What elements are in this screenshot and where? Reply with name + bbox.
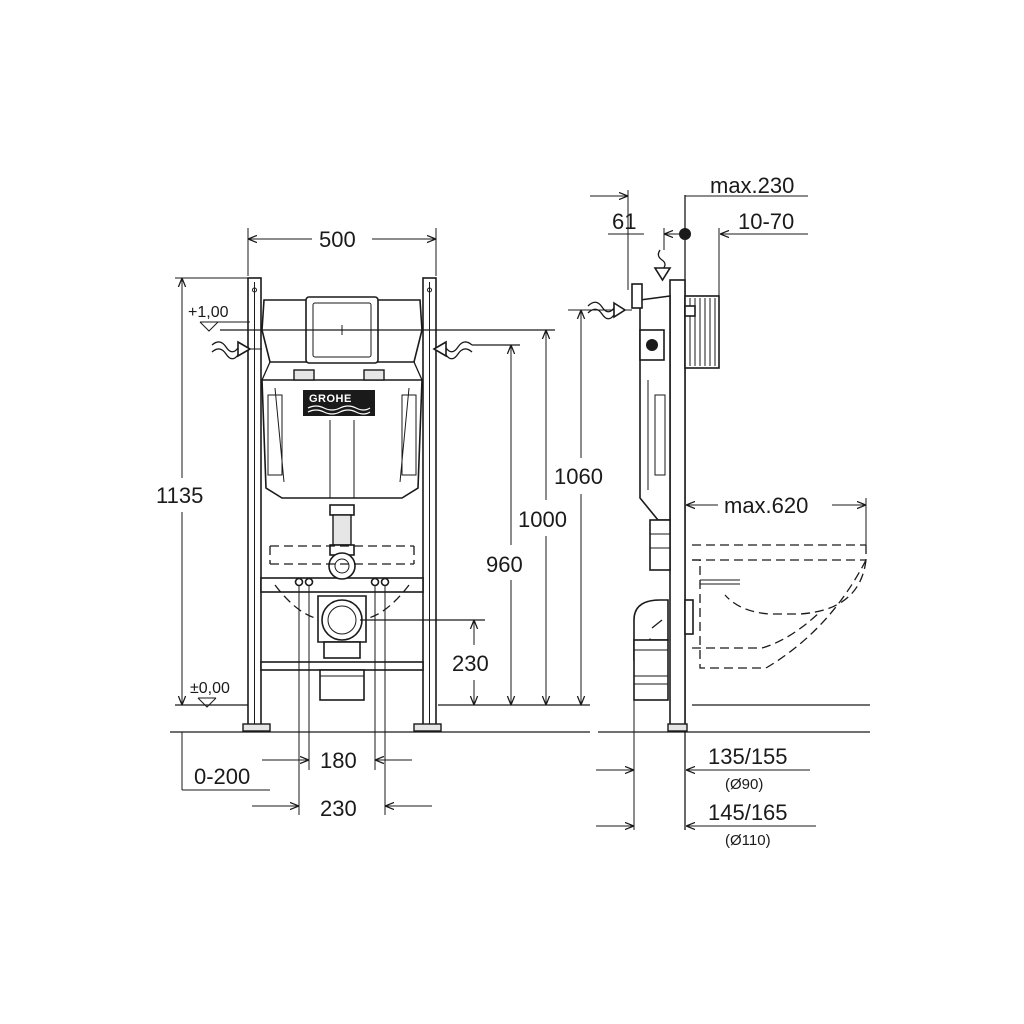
water-inlet-left: [211, 340, 262, 360]
width-500-label: 500: [319, 227, 356, 252]
spacing-180-label: 180: [320, 748, 357, 773]
max-230-label: max.230: [710, 173, 794, 198]
cistern: [261, 299, 423, 499]
dimension-max-230: max.230: [590, 173, 808, 290]
mounting-studs: [294, 577, 390, 750]
dimension-floor-adjust: 0-200: [181, 732, 270, 791]
dimension-height-960: 960: [486, 345, 523, 705]
dimension-outlet-230: 230: [452, 620, 489, 705]
frame-left-upright: [242, 277, 271, 732]
dimension-height-1060: 1060: [554, 309, 618, 705]
side-toilet-bowl: [692, 544, 867, 669]
side-cistern: [631, 283, 671, 571]
flush-plate: [220, 296, 555, 364]
grohe-logo: GROHE: [303, 390, 375, 416]
dimension-spacing-230: 230: [252, 750, 432, 821]
dimension-max-620: max.620: [686, 493, 867, 545]
front-view: GROHE: [156, 227, 618, 821]
flush-pipe: [328, 504, 356, 580]
outlet-110-dia-label: (Ø110): [725, 832, 771, 849]
frame-crossbar-upper: [260, 577, 424, 593]
side-frame-upright: [667, 279, 688, 732]
floor-adjust-label: 0-200: [194, 764, 250, 789]
max-620-label: max.620: [724, 493, 808, 518]
level-zero-label: ±0,00: [190, 680, 230, 697]
side-outlet-pipe: [633, 599, 694, 830]
water-inlet-right: [432, 340, 520, 360]
height-1135-label: 1135: [156, 483, 203, 508]
side-view: max.230 61 10-70 max.620 135: [587, 173, 870, 849]
outlet-90-dia-label: (Ø90): [725, 776, 763, 793]
dimension-height-1000: 1000: [518, 330, 567, 705]
level-top-label: +1,00: [188, 304, 229, 321]
front-bowl-outline: [269, 545, 415, 565]
height-960-label: 960: [486, 552, 523, 577]
frame-crossbar-lower: [260, 661, 424, 671]
side-water-inlet: [587, 249, 672, 320]
dimension-outlet-110: 145/165 (Ø110): [596, 800, 816, 849]
height-1000-label: 1000: [518, 507, 567, 532]
dimension-61: 61: [608, 209, 691, 250]
frame-right-upright: [252, 277, 442, 732]
dim-10-70-label: 10-70: [738, 209, 794, 234]
dimension-width-500: 500: [247, 227, 437, 276]
height-1060-label: 1060: [554, 464, 603, 489]
spacing-230-label: 230: [320, 796, 357, 821]
dimension-spacing-180: 180: [262, 620, 412, 773]
dimension-outlet-90: 135/155 (Ø90): [596, 744, 810, 793]
outlet-connector: [317, 595, 485, 701]
level-marker-top: +1,00: [188, 304, 250, 332]
level-marker-zero: ±0,00: [190, 680, 230, 708]
side-wall-duct: [684, 295, 720, 369]
dimension-10-70: 10-70: [718, 209, 808, 296]
dim-61-label: 61: [612, 209, 636, 234]
logo-text: GROHE: [309, 393, 352, 405]
dimension-height-1135: 1135: [156, 277, 248, 705]
outlet-110-label: 145/165: [708, 800, 788, 825]
outlet-230-label: 230: [452, 651, 489, 676]
outlet-90-label: 135/155: [708, 744, 788, 769]
